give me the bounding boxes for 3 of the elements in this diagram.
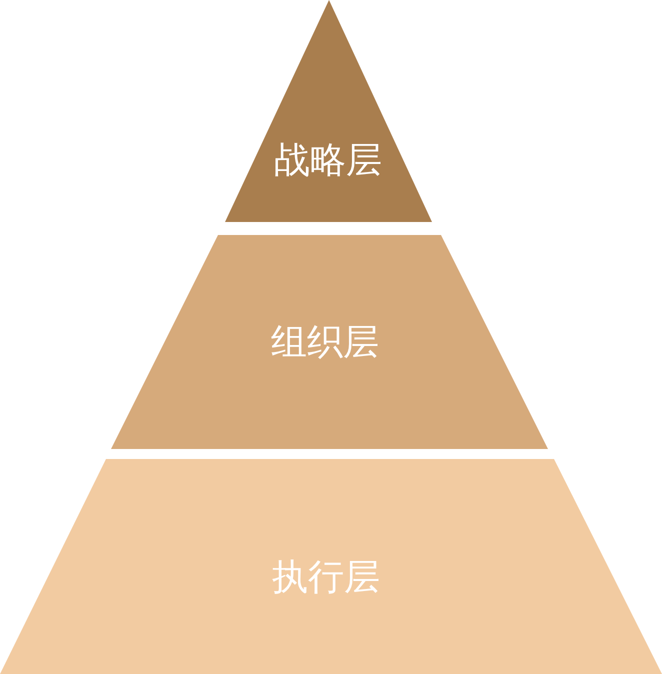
tier-label: 执行层 xyxy=(272,559,380,595)
tier-label: 战略层 xyxy=(274,142,382,178)
tier-label: 组织层 xyxy=(271,324,379,360)
